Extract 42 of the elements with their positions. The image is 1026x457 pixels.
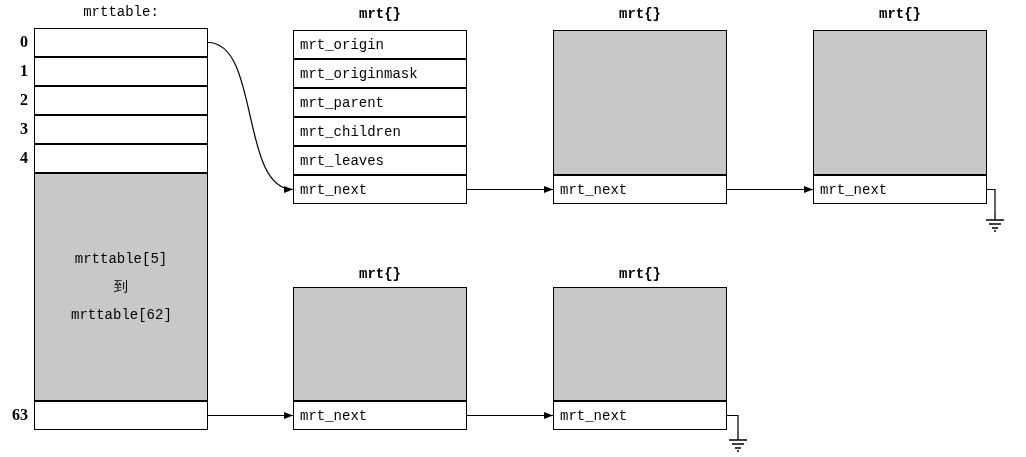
row-index: 1	[19, 61, 28, 80]
array-slot	[34, 144, 208, 173]
struct-heading: mrt{}	[618, 266, 662, 282]
struct-heading: mrt{}	[878, 6, 922, 22]
struct-body	[293, 287, 467, 401]
arrow	[466, 411, 554, 420]
array-slot	[34, 86, 208, 115]
arrow	[726, 185, 814, 194]
struct-field: mrt_next	[293, 401, 467, 430]
row-index: 63	[11, 405, 28, 424]
struct-body	[553, 287, 727, 401]
struct-field: mrt_originmask	[293, 59, 467, 88]
array-slot	[34, 57, 208, 86]
struct-body	[553, 30, 727, 175]
struct-heading: mrttable:	[82, 4, 160, 20]
row-index: 2	[19, 90, 28, 109]
struct-heading: mrt{}	[358, 266, 402, 282]
arrow	[207, 41, 294, 191]
struct-field: mrt_next	[813, 175, 987, 204]
array-slot	[34, 401, 208, 430]
ground-icon	[985, 212, 1005, 232]
connector-line	[986, 188, 996, 213]
struct-field: mrt_leaves	[293, 146, 467, 175]
row-index: 3	[19, 119, 28, 138]
struct-heading: mrt{}	[618, 6, 662, 22]
array-range-block: mrttable[5] 到 mrttable[62]	[34, 173, 208, 401]
struct-field: mrt_parent	[293, 88, 467, 117]
row-index: 4	[19, 148, 28, 167]
struct-field: mrt_origin	[293, 30, 467, 59]
struct-body	[813, 30, 987, 175]
struct-field: mrt_children	[293, 117, 467, 146]
row-index: 0	[19, 32, 28, 51]
array-slot	[34, 28, 208, 57]
arrow	[466, 185, 554, 194]
struct-heading: mrt{}	[358, 6, 402, 22]
ground-icon	[728, 432, 748, 452]
struct-field: mrt_next	[553, 175, 727, 204]
arrow	[207, 411, 294, 420]
connector-line	[726, 414, 739, 433]
struct-field: mrt_next	[553, 401, 727, 430]
struct-field: mrt_next	[293, 175, 467, 204]
array-slot	[34, 115, 208, 144]
